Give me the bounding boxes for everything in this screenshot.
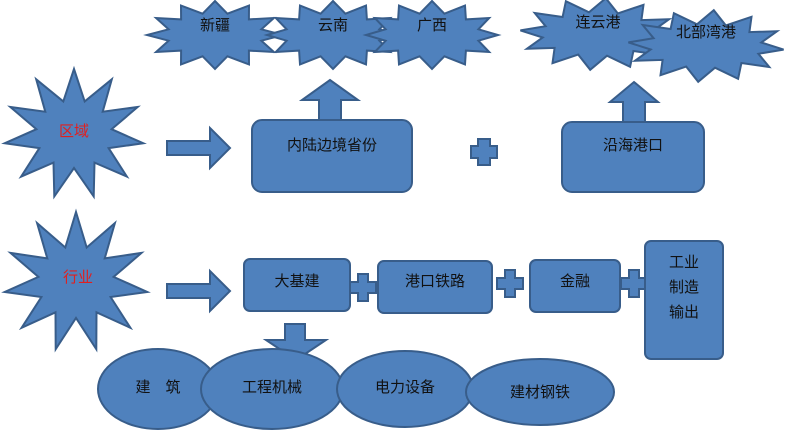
step-box-port-railway xyxy=(377,260,493,314)
infrastructure-down-arrow xyxy=(262,323,330,362)
step-label-port-railway: 港口铁路 xyxy=(405,272,465,290)
region-starburst xyxy=(1,65,147,200)
inland-up-arrow xyxy=(298,78,362,121)
plus-sign-3 xyxy=(620,269,648,298)
step-label-finance: 金融 xyxy=(560,272,590,290)
inland-border-label: 内陆边境省份 xyxy=(287,136,377,154)
subsector-label-construction: 建 筑 xyxy=(135,378,180,396)
province-star-xinjiang xyxy=(143,0,287,71)
port-star-lianyungang xyxy=(520,0,676,72)
subsector-label-machinery: 工程机械 xyxy=(242,378,302,396)
coastal-up-arrow xyxy=(607,80,661,123)
coastal-ports-box xyxy=(561,121,705,193)
plus-sign-2 xyxy=(496,269,524,298)
step-label-infrastructure: 大基建 xyxy=(274,272,319,290)
industry-starburst xyxy=(1,208,151,353)
subsector-ellipse-building-steel xyxy=(465,358,615,426)
region-right-arrow xyxy=(166,125,232,171)
inland-border-box xyxy=(251,119,413,193)
plus-sign-1 xyxy=(349,273,377,302)
port-star-beibuwan xyxy=(628,8,784,84)
subsector-label-building-steel: 建材钢铁 xyxy=(510,383,570,401)
industry-label: 行业 xyxy=(63,268,93,286)
subsector-label-power: 电力设备 xyxy=(375,378,435,396)
plus-sign-region xyxy=(470,138,498,166)
coastal-ports-label: 沿海港口 xyxy=(603,136,663,154)
province-star-guangxi xyxy=(362,0,502,71)
province-label-guangxi: 广西 xyxy=(417,16,447,34)
region-label: 区域 xyxy=(59,122,89,140)
province-star-yunnan xyxy=(263,0,403,71)
port-label-lianyungang: 连云港 xyxy=(575,13,620,31)
manufacturing-export-box xyxy=(644,240,724,360)
province-label-xinjiang: 新疆 xyxy=(200,16,230,34)
port-label-beibuwan: 北部湾港 xyxy=(676,23,736,41)
manufacturing-label-line2: 制造 xyxy=(669,278,699,296)
province-label-yunnan: 云南 xyxy=(318,16,348,34)
industry-right-arrow xyxy=(166,268,232,314)
manufacturing-label-line1: 工业 xyxy=(669,253,699,271)
manufacturing-label-line3: 输出 xyxy=(669,303,699,321)
